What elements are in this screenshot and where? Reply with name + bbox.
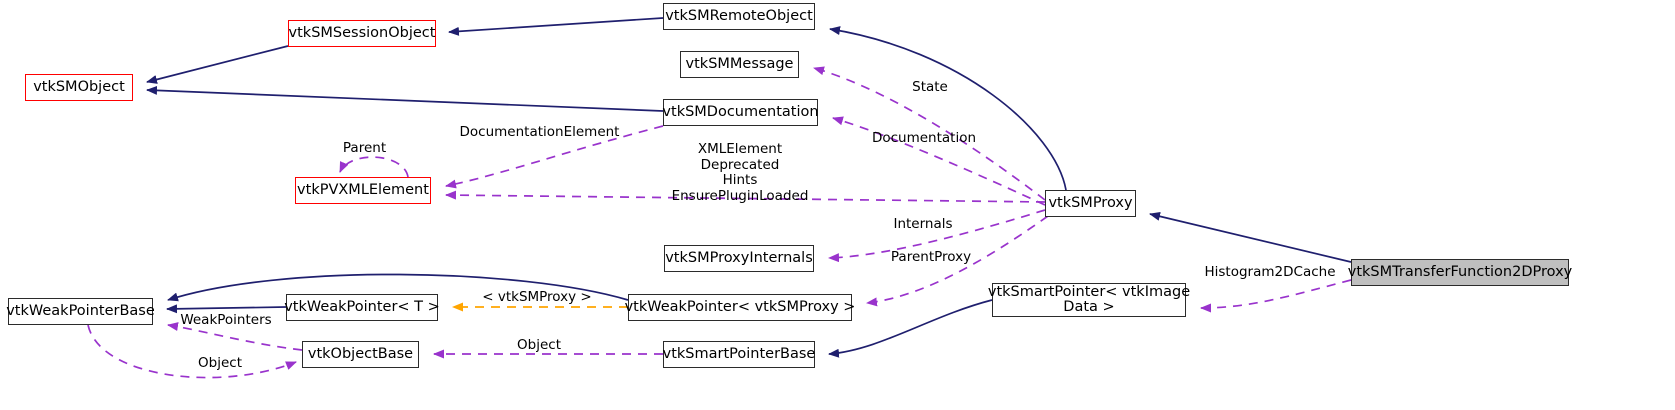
edge-label-state: State — [912, 79, 948, 95]
edge-label-xml-members: XMLElement Deprecated Hints EnsurePlugin… — [671, 141, 809, 204]
class-node-vtksmsessionobject[interactable]: vtkSMSessionObject — [288, 20, 436, 47]
class-node-vtksmdocumentation[interactable]: vtkSMDocumentation — [662, 99, 819, 126]
class-node-vtksmartpointer-vtkimagedata[interactable]: vtkSmartPointer< vtkImage Data > — [987, 283, 1191, 317]
edge-weakpointert-to-weakpointerbase — [166, 304, 287, 314]
inheritance-edges — [146, 17, 1352, 358]
edge-label-documentation: Documentation — [871, 130, 977, 146]
class-node-vtksmproxyinternals[interactable]: vtkSMProxyInternals — [664, 245, 814, 272]
edge-label-documentation-element: DocumentationElement — [459, 124, 620, 140]
edge-documentationelement-smdocumentation-to-pvxmlelement — [445, 125, 664, 189]
class-node-vtksmobject[interactable]: vtkSMObject — [25, 74, 133, 101]
edge-documentation-to-smobject — [146, 85, 664, 112]
edge-label-template-sm-proxy: < vtkSMProxy > — [482, 289, 592, 305]
edge-xmlmembers-smproxy-to-pvxmlelement — [445, 190, 1046, 203]
edge-histogram2dcache-tf2dproxy-to-smartpointerimagedata — [1200, 279, 1352, 313]
edge-label-parent-proxy: ParentProxy — [890, 249, 972, 265]
edge-label-weak-pointers: WeakPointers — [180, 312, 272, 328]
edge-label-object-left: Object — [198, 355, 242, 371]
edge-parent-selfloop-pvxmlelement — [339, 156, 409, 178]
class-node-vtkweakpointer-t[interactable]: vtkWeakPointer< T > — [284, 294, 440, 321]
edge-parentproxy-smproxy-to-weakpointersmproxy — [866, 215, 1049, 307]
edge-tf2dproxy-to-smproxy — [1149, 211, 1352, 263]
edge-internals-smproxy-to-smproxyinternals — [828, 209, 1046, 263]
class-node-vtkpvxmlelement[interactable]: vtkPVXMLElement — [295, 177, 431, 204]
edge-object-weakpointerbase-to-objectbase — [87, 324, 297, 379]
class-node-vtksmremoteobject[interactable]: vtkSMRemoteObject — [663, 3, 815, 30]
edge-label-histogram-2d-cache: Histogram2DCache — [1204, 264, 1336, 280]
usage-edges — [87, 66, 1352, 379]
class-node-vtkweakpointerbase[interactable]: vtkWeakPointerBase — [6, 298, 155, 325]
edge-weakpointers-objectbase-to-weakpointerbase — [167, 322, 303, 351]
edge-label-parent: Parent — [342, 140, 387, 156]
edge-documentation-smproxy-to-smdocumentation — [832, 116, 1046, 206]
edge-smproxy-to-remoteobject — [829, 26, 1067, 191]
edge-remoteobject-to-sessionobject — [448, 17, 664, 36]
class-node-vtksmtransferfunction2dproxy[interactable]: vtkSMTransferFunction2DProxy — [1348, 259, 1572, 286]
class-node-vtksmproxy[interactable]: vtkSMProxy — [1045, 190, 1136, 217]
edge-label-object-mid: Object — [517, 337, 561, 353]
edge-smartpointerimagedata-to-smartpointerbase — [828, 299, 993, 358]
edge-sessionobject-to-smobject — [146, 45, 289, 84]
class-node-vtksmmessage[interactable]: vtkSMMessage — [680, 51, 799, 78]
class-node-vtkobjectbase[interactable]: vtkObjectBase — [302, 341, 419, 368]
edge-state-smproxy-to-smmessage — [813, 66, 1046, 201]
class-node-vtksmartpointerbase[interactable]: vtkSmartPointerBase — [663, 341, 815, 368]
edge-weakpointersmproxy-to-weakpointerbase — [167, 273, 629, 302]
edge-label-internals: Internals — [893, 216, 953, 232]
class-node-vtkweakpointer-vtksmproxy[interactable]: vtkWeakPointer< vtkSMProxy > — [625, 294, 855, 321]
